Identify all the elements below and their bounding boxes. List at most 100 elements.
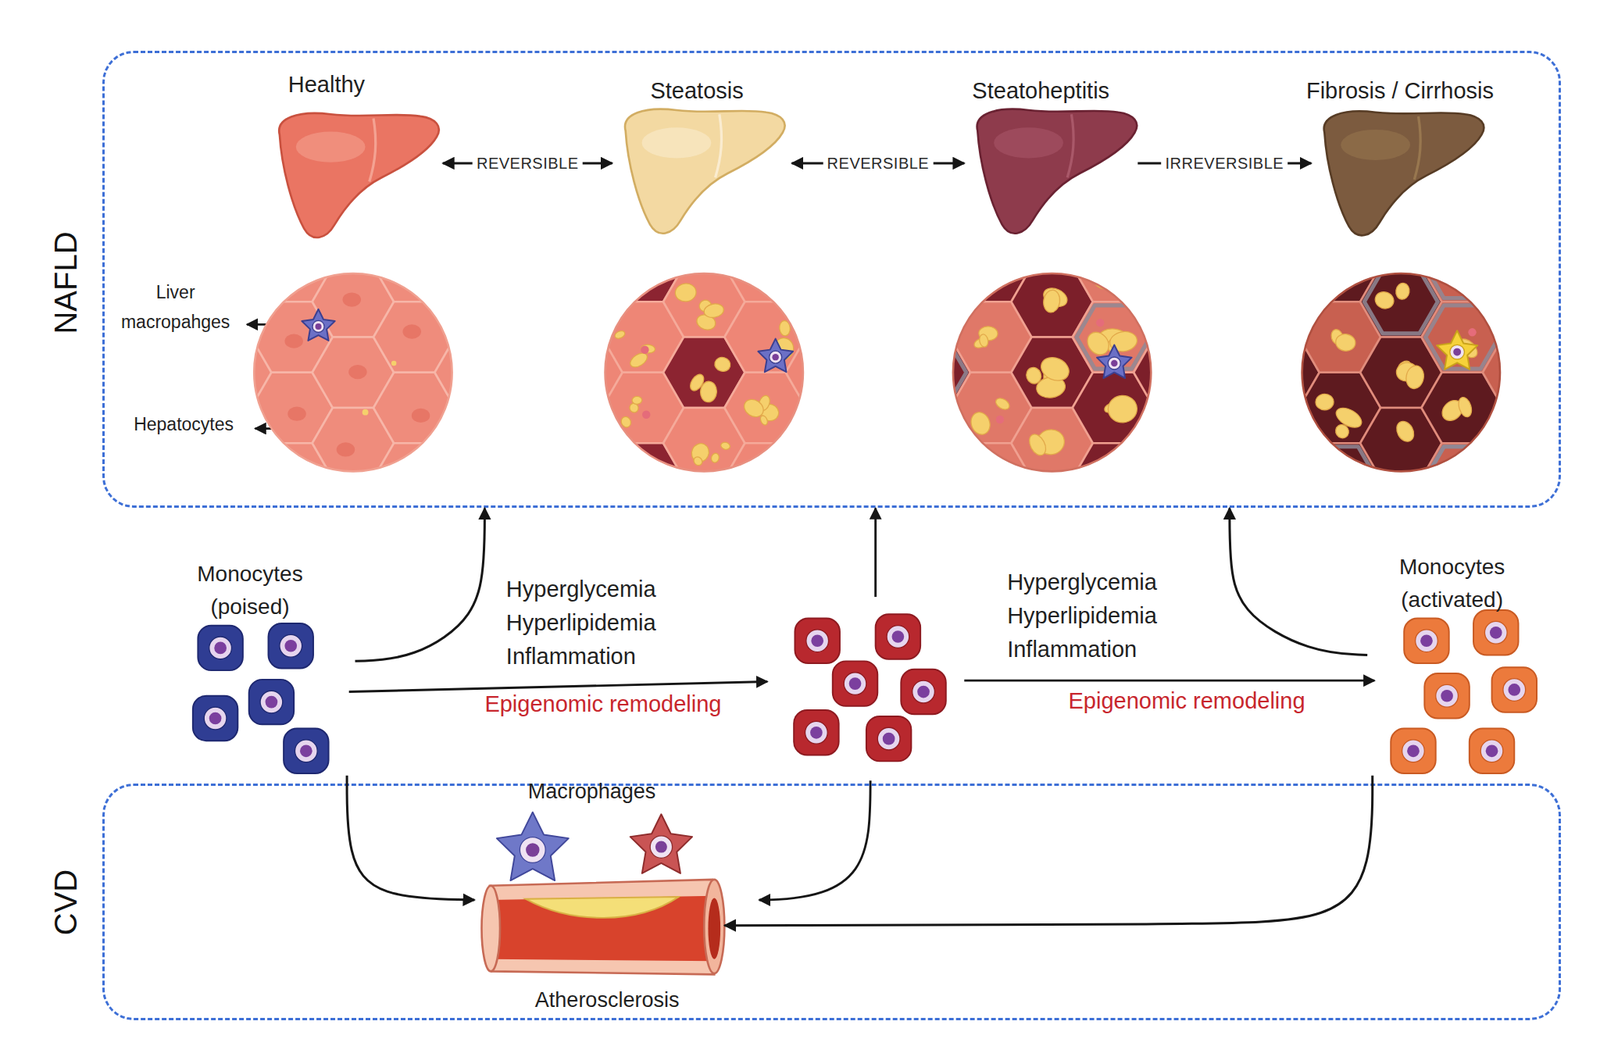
hepatocyte-nucleus	[342, 292, 362, 307]
fat-droplet	[814, 350, 839, 368]
fat-droplet	[674, 282, 697, 303]
liver-lobe-line	[369, 118, 376, 183]
node-label: Steatoheptitis	[971, 77, 1110, 105]
tissue-view	[1237, 231, 1565, 515]
liver-icon	[625, 109, 786, 234]
fat-droplet	[975, 469, 996, 487]
monocyte-core	[265, 696, 279, 709]
liver-icon	[977, 109, 1138, 234]
tissue-view	[189, 231, 517, 515]
fat-droplet	[768, 246, 790, 271]
fat-droplet	[1178, 353, 1214, 386]
hepatocyte-nucleus	[214, 357, 234, 372]
cell-dot	[1096, 318, 1104, 327]
monocyte-body	[1403, 618, 1449, 664]
fat-droplet	[703, 302, 725, 319]
liver-stage: Steatoheptitis	[964, 67, 1138, 474]
fat-droplet	[613, 329, 626, 340]
connector-arrow	[1229, 507, 1368, 655]
monocyte-icon	[192, 696, 238, 741]
macrophage-nucleus	[1107, 357, 1121, 370]
hepatocyte-nucleus	[280, 464, 300, 479]
fat-droplet	[1321, 246, 1350, 275]
macrophage-nucleus	[312, 320, 325, 333]
flow-arrow	[964, 679, 1375, 683]
hepatocyte-nucleus	[408, 474, 428, 489]
fibrous-strand	[1425, 446, 1500, 511]
tissue-rim	[253, 273, 452, 472]
tissue-view	[889, 231, 1216, 515]
monocyte-core	[1485, 744, 1499, 758]
flow-arrow	[874, 507, 877, 597]
flow-arrow	[349, 681, 768, 692]
monocyte-icon	[1473, 610, 1518, 655]
macrophage-body	[301, 309, 335, 341]
hepatocyte-nucleus	[284, 334, 304, 349]
fat-droplet	[632, 396, 643, 404]
monocyte-nucleus	[843, 672, 867, 696]
monocyte-core	[284, 639, 297, 653]
hepatocyte	[373, 231, 455, 302]
monocyte-icon	[793, 710, 839, 755]
fat-droplet	[1025, 431, 1049, 458]
edge-label: REVERSIBLE	[472, 153, 583, 173]
macrophage-icon	[1436, 330, 1478, 370]
macrophage-icon	[757, 339, 793, 373]
fat-droplet	[1107, 394, 1138, 424]
macrophage-icon	[301, 309, 335, 341]
monocyte-body	[249, 679, 294, 725]
monocyte-body	[1390, 728, 1436, 774]
fat-droplet	[1266, 361, 1292, 383]
fat-droplet	[624, 478, 647, 500]
monocyte-body	[1469, 728, 1515, 774]
macrophage-core	[525, 842, 540, 857]
fibrous-strand	[1076, 305, 1150, 369]
cell-group: Monocytes (activated)	[1367, 550, 1541, 775]
macrophage-icon	[630, 814, 693, 874]
monocyte-icon	[1424, 673, 1469, 718]
monocyte-nucleus	[806, 629, 829, 653]
liver-stage: Steatosis	[612, 67, 793, 474]
fat-droplet	[713, 355, 733, 373]
monocyte-core	[917, 685, 930, 699]
monocyte-icon	[1390, 728, 1436, 774]
group-band: NAFLDHealthySteatosisSteatoheptitisFibro…	[102, 50, 1562, 508]
monocyte-nucleus	[805, 721, 829, 744]
artery-opening-lumen	[707, 897, 721, 959]
liver-highlight	[993, 127, 1064, 158]
hepatocyte	[724, 231, 806, 302]
macrophage-core	[1453, 348, 1461, 357]
cell-dot	[640, 345, 649, 354]
fat-droplet	[1404, 364, 1426, 390]
monocyte-core	[1407, 744, 1420, 758]
artery-lumen	[490, 896, 715, 962]
hepatocyte	[1072, 442, 1154, 514]
condition-list: Hyperglycemia Hyperlipidemia Inflammatio…	[1007, 565, 1158, 667]
fat-droplet	[635, 262, 648, 273]
monocyte-nucleus	[1435, 684, 1459, 708]
fat-droplet	[1108, 270, 1126, 286]
monocyte-body	[866, 716, 911, 761]
cell-dot	[996, 415, 1004, 424]
hepatocyte	[434, 336, 516, 408]
liver-shape	[1324, 110, 1485, 236]
liver-icon	[1324, 110, 1485, 236]
fat-droplet	[810, 355, 825, 369]
fat-droplet	[759, 414, 770, 427]
hepatocyte-nucleus	[287, 407, 307, 422]
liver-lobe-line	[715, 114, 722, 178]
monocyte-body	[1424, 673, 1469, 718]
fat-droplet	[921, 360, 935, 379]
fat-droplet	[563, 370, 577, 384]
monocyte-core	[882, 732, 896, 746]
monocyte-nucleus	[1480, 739, 1504, 763]
macrophage-icon	[496, 812, 569, 881]
connector-arrow	[346, 775, 475, 900]
cell-label: Macrophages	[528, 778, 657, 804]
fat-droplet	[1508, 344, 1528, 361]
hepatocyte-nucleus	[400, 255, 419, 270]
liver-lobe-line	[1067, 114, 1074, 178]
monocyte-nucleus	[1402, 739, 1425, 763]
fat-droplet	[1259, 352, 1279, 372]
flow-arrows	[246, 324, 1375, 900]
